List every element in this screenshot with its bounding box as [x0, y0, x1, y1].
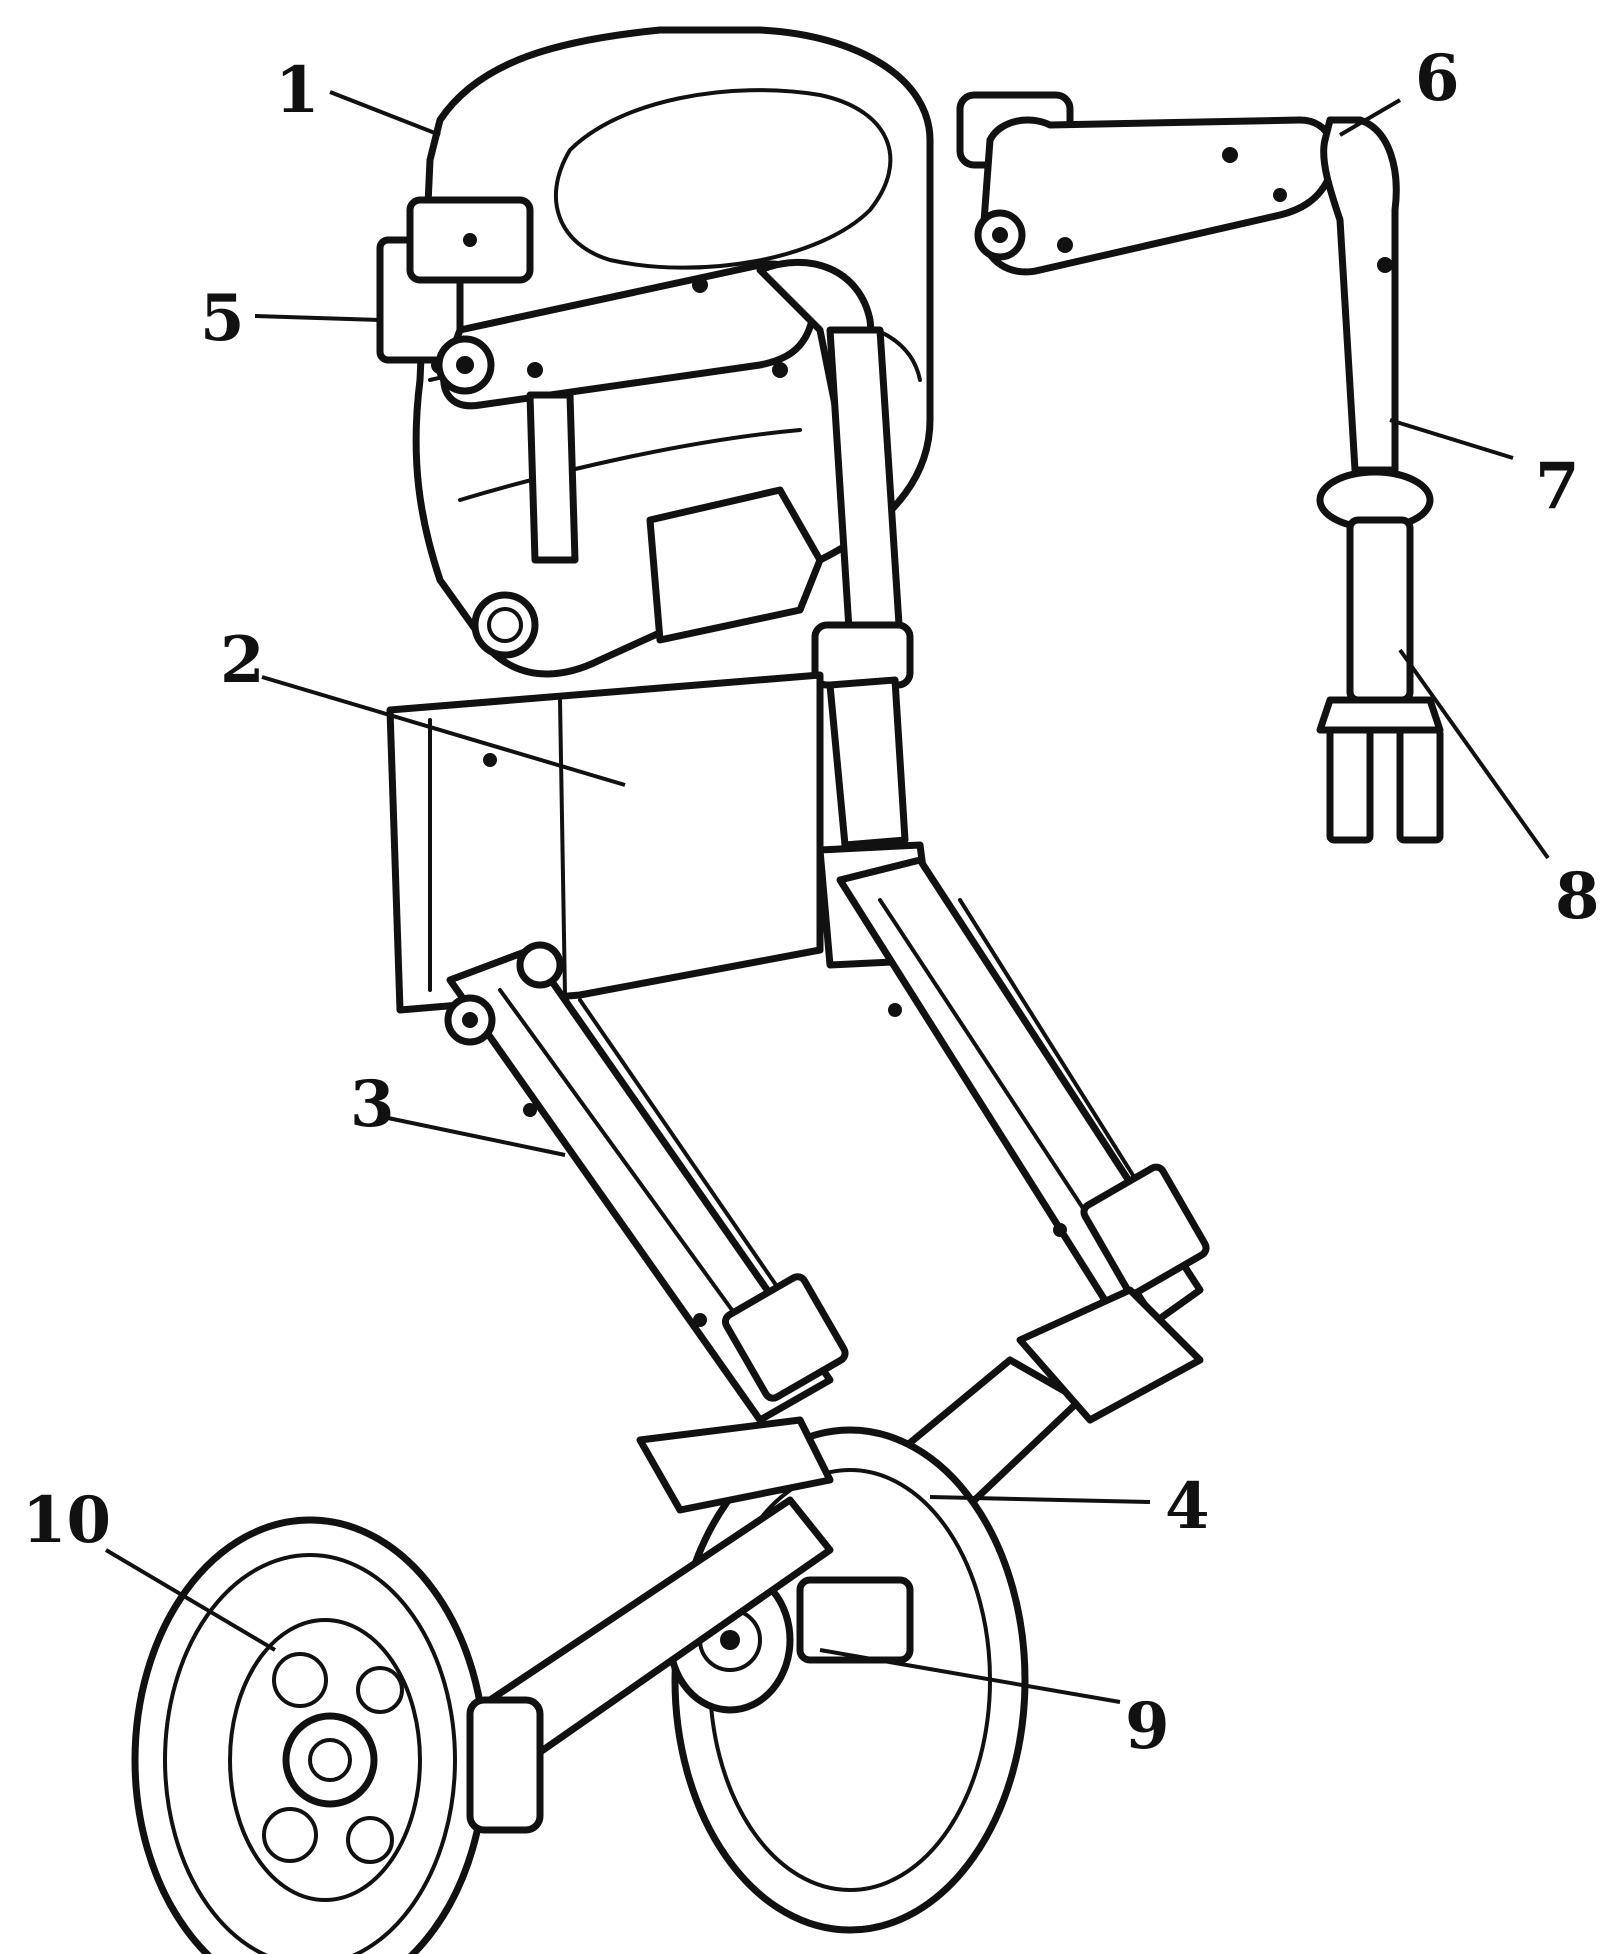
left-strut — [530, 395, 575, 560]
label-9: 9 — [1125, 1689, 1170, 1764]
right-thigh — [840, 860, 1209, 1340]
label-5: 5 — [200, 281, 245, 356]
left-thigh — [448, 945, 848, 1420]
label-8: 8 — [1555, 859, 1600, 934]
label-6: 6 — [1415, 41, 1460, 116]
label-4: 4 — [1165, 1469, 1210, 1544]
label-7: 7 — [1535, 449, 1580, 524]
right-arm — [960, 95, 1334, 272]
label-1: 1 — [275, 53, 320, 128]
rear-wheel — [670, 1430, 1025, 1930]
label-10: 10 — [22, 1483, 111, 1558]
label-3: 3 — [350, 1067, 395, 1142]
battery-box — [390, 675, 820, 1010]
right-forearm — [1320, 120, 1430, 528]
label-2: 2 — [220, 623, 265, 698]
front-wheel — [135, 1520, 540, 1954]
